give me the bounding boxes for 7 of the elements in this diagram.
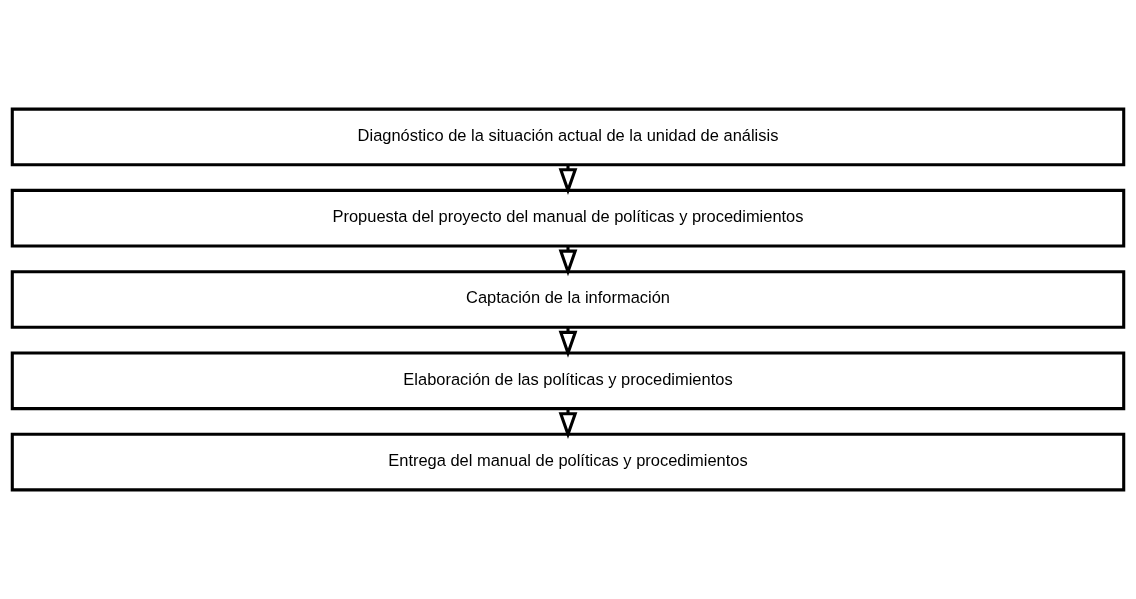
arrow (558, 246, 578, 277)
node-box: Entrega del manual de políticas y procedimientos (10, 432, 1126, 492)
arrow (558, 327, 578, 358)
node-box: Elaboración de las políticas y procedimientos (10, 351, 1126, 411)
node-box: Captación de la información (10, 270, 1126, 329)
node-box: Diagnóstico de la situación actual de la unidad de análisis (10, 107, 1126, 167)
node-box: Propuesta del proyecto del manual de políticas y procedimientos (10, 188, 1126, 248)
